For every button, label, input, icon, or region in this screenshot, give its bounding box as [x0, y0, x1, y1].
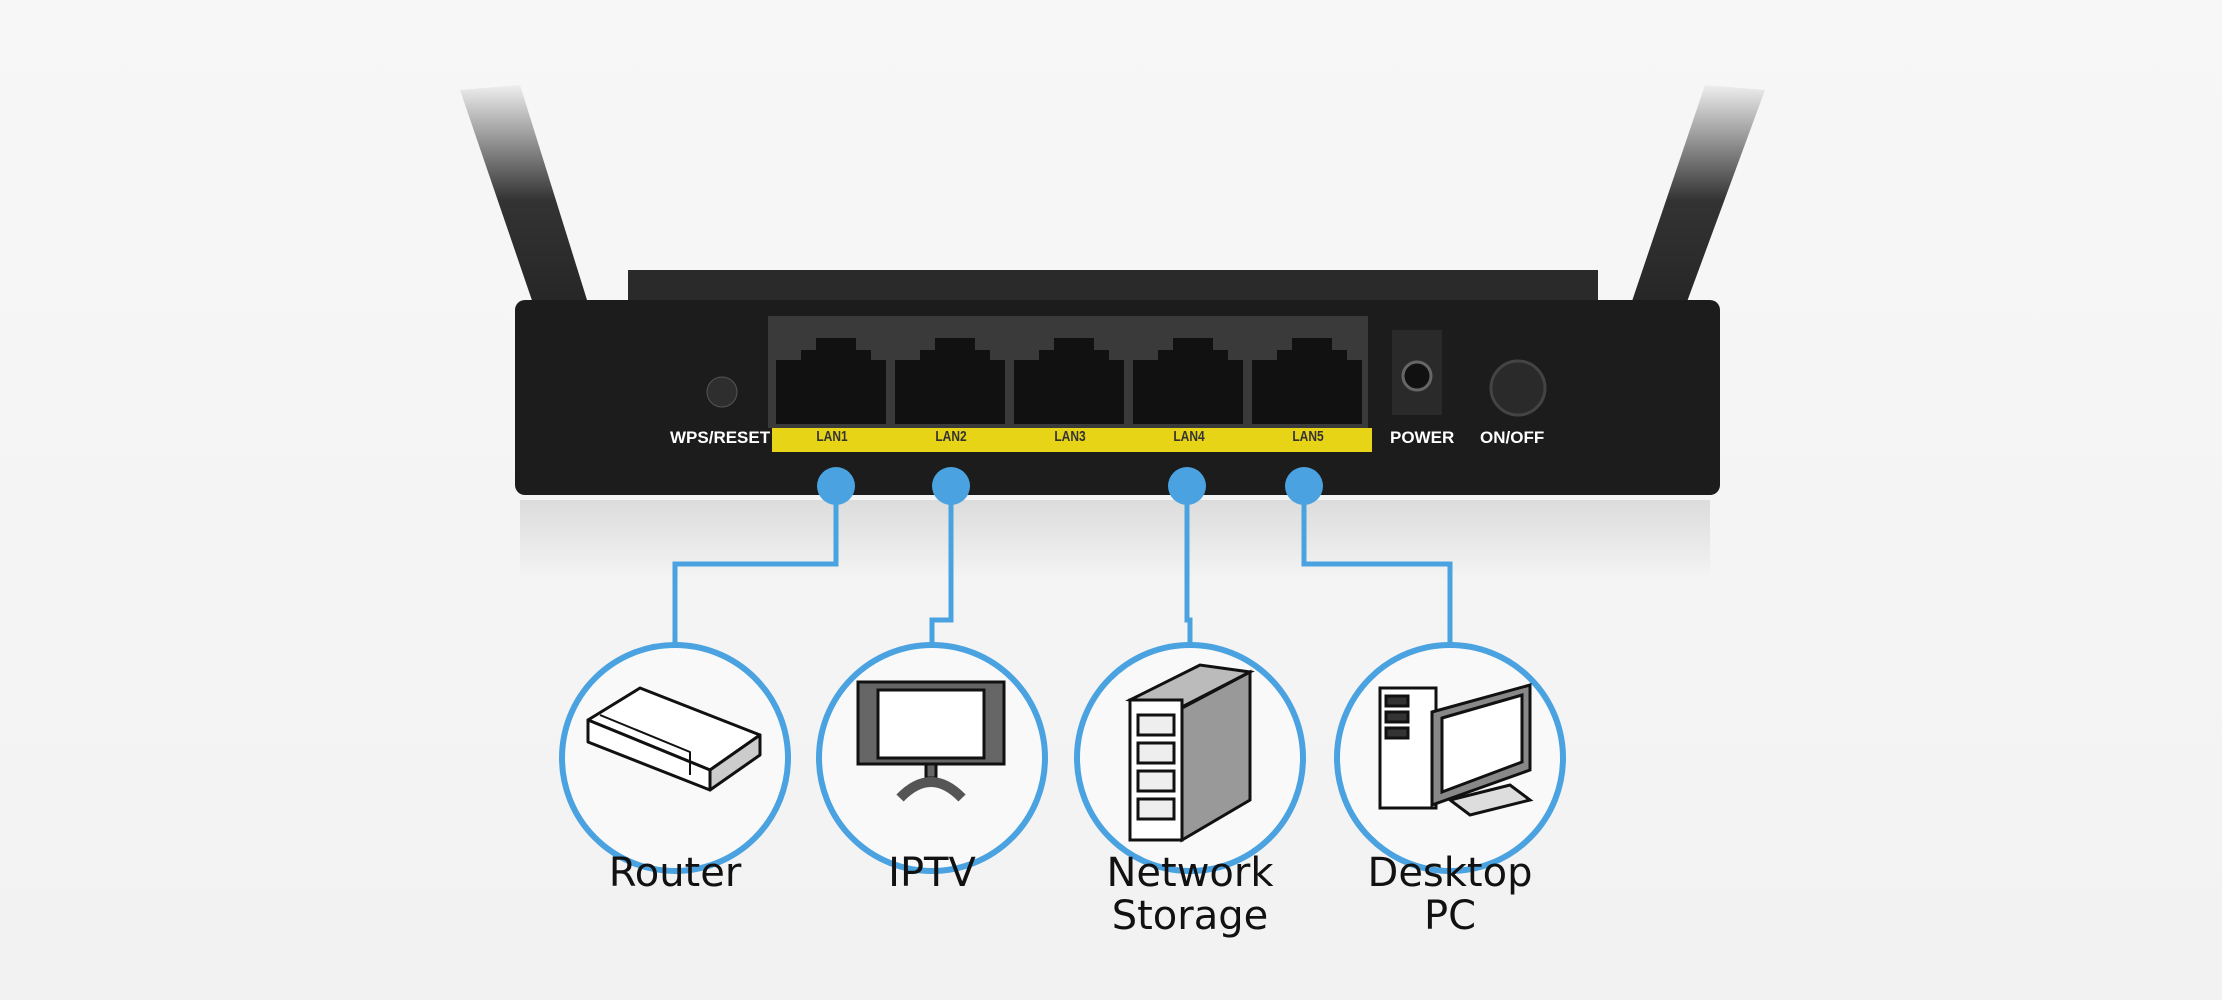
- ethernet-port-lan4[interactable]: [1133, 338, 1243, 424]
- desktop-pc-icon: [1378, 683, 1534, 817]
- label-line: IPTV: [888, 850, 976, 896]
- power-jack: [1401, 360, 1433, 392]
- label-line: Network: [1106, 850, 1274, 896]
- ethernet-port-lan5[interactable]: [1252, 338, 1362, 424]
- router-icon: [586, 686, 762, 792]
- port-label-lan5: LAN5: [1292, 428, 1324, 445]
- connection-lines: [672, 486, 1453, 645]
- power-label: POWER: [1390, 428, 1455, 447]
- ethernet-port-lan3[interactable]: [1014, 338, 1124, 424]
- device-label-iptv: IPTV: [802, 852, 1062, 895]
- ethernet-port-lan2[interactable]: [895, 338, 1005, 424]
- label-line: Router: [608, 850, 742, 896]
- port-label-lan2: LAN2: [935, 428, 967, 445]
- router-top: [628, 270, 1598, 300]
- label-line: Desktop: [1367, 850, 1533, 896]
- tv-icon: [856, 680, 1006, 802]
- port-label-lan1: LAN1: [816, 428, 848, 445]
- nas-icon: [1125, 663, 1255, 843]
- device-label-router: Router: [545, 852, 805, 895]
- label-line: PC: [1423, 893, 1477, 939]
- wps-reset-label: WPS/RESET: [670, 428, 771, 447]
- port-label-lan3: LAN3: [1054, 428, 1086, 445]
- wps-reset-button: [706, 376, 738, 408]
- port-label-lan4: LAN4: [1173, 428, 1205, 445]
- on-off-switch: [1489, 359, 1547, 417]
- lan-label-strip: [772, 428, 1372, 452]
- on-off-label: ON/OFF: [1480, 428, 1545, 447]
- router-reflection: [520, 500, 1710, 580]
- port-dots: [817, 467, 1323, 505]
- ethernet-port-lan1[interactable]: [776, 338, 886, 424]
- label-line: Storage: [1111, 893, 1269, 939]
